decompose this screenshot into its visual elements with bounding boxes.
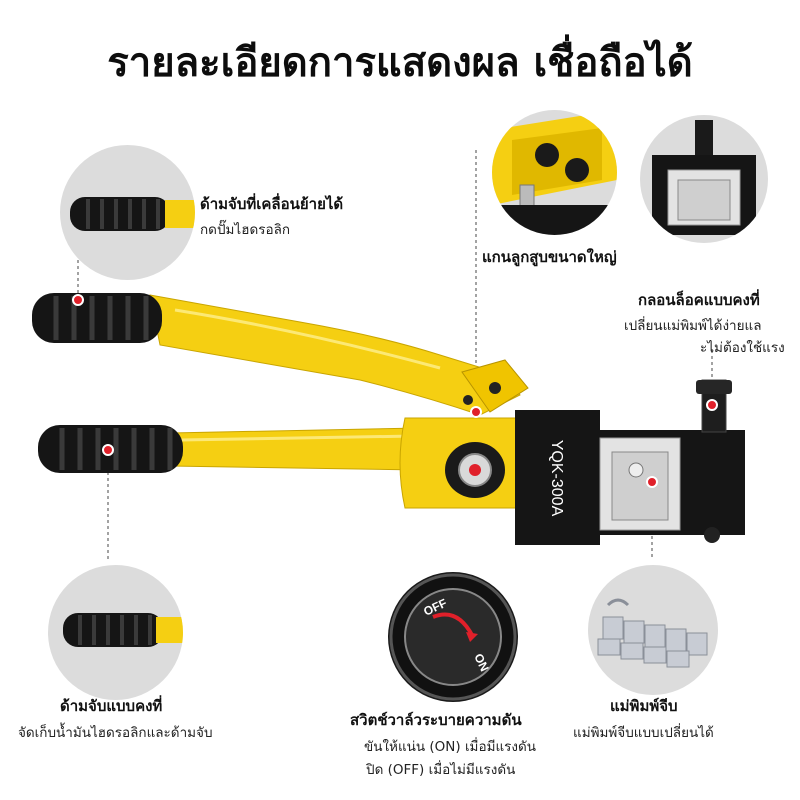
valve-icon: OFF ON bbox=[389, 573, 517, 701]
page-title: รายละเอียดการแสดงผล เชื่อถือได้ bbox=[107, 40, 693, 86]
piston-title: แกนลูกสูบขนาดใหญ่ bbox=[482, 248, 617, 266]
lock-bolt-title: กลอนล็อคแบบคงที่ bbox=[638, 291, 760, 309]
fixed-handle-tube bbox=[169, 427, 421, 471]
lock-bolt-detail-image bbox=[640, 115, 768, 243]
lock-bolt-desc-line2: ะไม่ต้องใช้แรง bbox=[700, 340, 785, 356]
pressure-valve-desc-line1: ขันให้แน่น (ON) เมื่อมีแรงดัน bbox=[364, 739, 537, 755]
fixed-handle-desc: จัดเก็บน้ำมันไฮดรอลิกและด้ามจับ bbox=[18, 725, 213, 741]
die-set-icon bbox=[597, 598, 708, 668]
model-label: YQK-300A bbox=[548, 440, 565, 517]
crimp-die-title: แม่พิมพ์จีบ bbox=[610, 697, 678, 715]
movable-handle-title: ด้ามจับที่เคลื่อนย้ายได้ bbox=[200, 195, 344, 213]
crimp-die-detail-image bbox=[588, 565, 718, 695]
piston-detail-image bbox=[492, 110, 617, 235]
movable-handle-detail-image bbox=[60, 145, 195, 280]
lock-bolt-desc-line1: เปลี่ยนแม่พิมพ์ได้ง่ายแล bbox=[624, 318, 762, 334]
valve-on-label: ON bbox=[471, 651, 491, 673]
marker-dots bbox=[72, 294, 718, 488]
crimp-head: YQK-300A bbox=[515, 379, 745, 545]
movable-grip bbox=[32, 293, 162, 343]
fixed-handle-detail-image bbox=[48, 565, 183, 700]
pressure-valve-title: สวิตช์วาล์วระบายความดัน bbox=[350, 711, 522, 729]
grip-icon bbox=[70, 197, 195, 231]
lock-bolt-icon bbox=[652, 120, 756, 235]
pump-body bbox=[399, 417, 521, 509]
piston-icon bbox=[492, 110, 617, 235]
crimp-die-desc: แม่พิมพ์จีบแบบเปลี่ยนได้ bbox=[573, 725, 714, 741]
pressure-valve-detail-image: OFF ON bbox=[388, 572, 518, 702]
movable-lever bbox=[149, 294, 529, 416]
grip-icon bbox=[63, 613, 183, 647]
fixed-handle-title: ด้ามจับแบบคงที่ bbox=[60, 697, 163, 715]
pressure-valve-desc-line2: ปิด (OFF) เมื่อไม่มีแรงดัน bbox=[366, 762, 516, 778]
movable-handle-desc: กดปั๊มไฮดรอลิก bbox=[200, 222, 291, 238]
